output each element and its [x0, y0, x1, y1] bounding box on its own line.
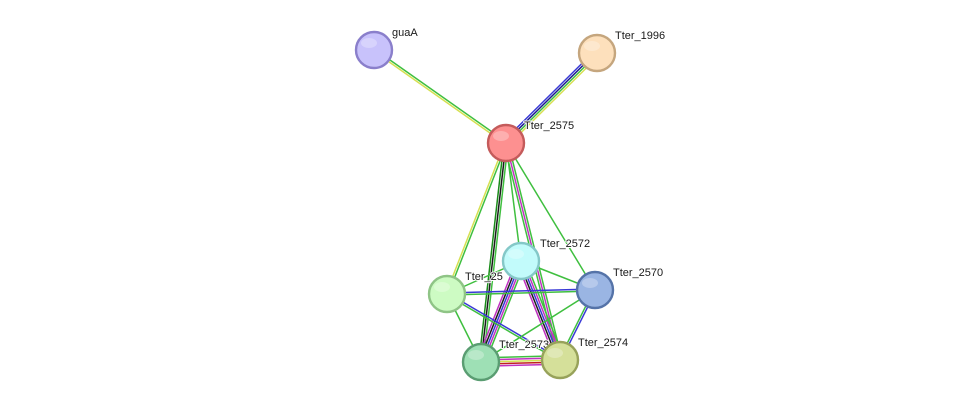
node-label: Tter_1996: [615, 30, 665, 42]
node-circle[interactable]: [540, 340, 580, 380]
edge-Tter_2571-Tter_2570[interactable]: [446, 288, 596, 296]
edge-evidence-line: [372, 50, 507, 145]
node-Tter_2572[interactable]: Tter_2572: [501, 237, 591, 281]
edge-evidence-line: [373, 48, 508, 143]
node-label: guaA: [392, 27, 418, 39]
node-highlight: [508, 249, 524, 259]
node-label: Tter_2570: [613, 267, 663, 279]
edge-Tter_2575-Tter_2571[interactable]: [445, 141, 508, 296]
edge-evidence-line: [482, 142, 509, 363]
node-Tter_2574[interactable]: Tter_2574: [540, 336, 629, 380]
node-label: Tter_25: [465, 271, 503, 283]
node-Tter_2570[interactable]: Tter_2570: [575, 266, 664, 310]
edge-evidence-line: [478, 142, 505, 363]
node-label: Tter_2573: [499, 339, 549, 351]
node-label: Tter_2575: [524, 120, 574, 132]
node-highlight: [434, 282, 450, 292]
node-highlight: [547, 348, 563, 358]
edge-Tter_2575-Tter_2570[interactable]: [505, 142, 596, 291]
edge-evidence-line: [446, 290, 596, 296]
edge-Tter_2570-Tter_2573[interactable]: [480, 289, 596, 363]
node-highlight: [468, 350, 484, 360]
edge-guaA-Tter_2575[interactable]: [372, 48, 508, 145]
node-label: Tter_2572: [540, 238, 590, 250]
edge-evidence-line: [445, 141, 506, 295]
edge-evidence-line: [503, 50, 596, 142]
edge-Tter_1996-Tter_2575[interactable]: [503, 50, 600, 146]
node-highlight: [582, 278, 598, 288]
edge-evidence-line: [446, 288, 596, 294]
edge-layer: [372, 48, 600, 367]
edge-evidence-line: [505, 142, 522, 262]
edge-Tter_2575-Tter_2573[interactable]: [478, 142, 509, 363]
edge-evidence-line: [505, 52, 599, 145]
node-Tter_2573[interactable]: Tter_2573: [461, 338, 550, 382]
node-Tter_2575[interactable]: Tter_2575: [486, 119, 575, 163]
edge-evidence-line: [507, 54, 600, 146]
node-circle[interactable]: [354, 30, 394, 70]
edge-evidence-line: [447, 142, 508, 296]
node-circle[interactable]: [577, 33, 617, 73]
node-circle[interactable]: [575, 270, 615, 310]
edge-evidence-line: [504, 51, 598, 144]
edge-evidence-line: [480, 289, 596, 363]
edge-evidence-line: [445, 294, 561, 362]
edge-Tter_2575-Tter_2572[interactable]: [505, 142, 522, 262]
node-Tter_2571[interactable]: Tter_25: [427, 270, 504, 314]
node-guaA[interactable]: guaA: [354, 26, 419, 70]
node-label: Tter_2574: [578, 337, 628, 349]
node-circle[interactable]: [461, 342, 501, 382]
edge-evidence-line: [446, 292, 562, 360]
edge-evidence-line: [505, 142, 596, 291]
node-Tter_1996[interactable]: Tter_1996: [577, 29, 666, 73]
edge-Tter_2571-Tter_2574[interactable]: [445, 292, 562, 362]
node-circle[interactable]: [501, 241, 541, 281]
node-circle[interactable]: [427, 274, 467, 314]
edge-evidence-line: [480, 142, 507, 363]
node-highlight: [584, 41, 600, 51]
node-highlight: [493, 131, 509, 141]
node-highlight: [361, 38, 377, 48]
node-circle[interactable]: [486, 123, 526, 163]
